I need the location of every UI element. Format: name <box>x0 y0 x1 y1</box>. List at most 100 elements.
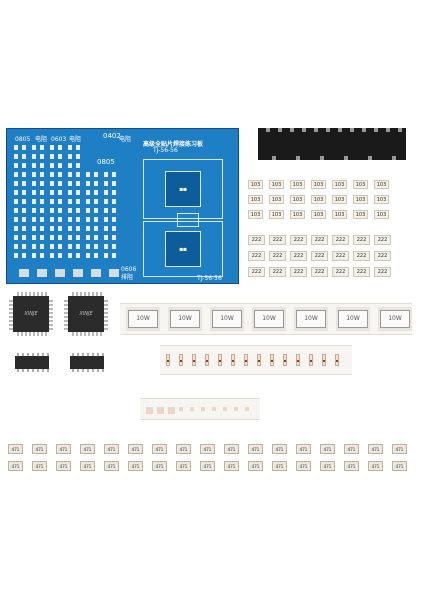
smd-resistor-icon: 222 <box>311 235 328 245</box>
sot-leg <box>296 156 300 160</box>
smd-resistor-icon: 222 <box>248 267 265 277</box>
qfp-pin <box>41 332 43 336</box>
smd-resistor-icon: 471 <box>56 461 71 471</box>
pcb-pad <box>68 235 72 240</box>
pcb-pad <box>40 199 44 204</box>
smd-resistor-icon: 471 <box>296 461 311 471</box>
diode-icon <box>244 354 248 366</box>
qfp-pin <box>17 332 19 336</box>
qfp-pin <box>64 316 68 318</box>
smd-resistor-icon: 222 <box>332 235 349 245</box>
pcb-pad <box>14 154 18 159</box>
tiny-component <box>168 407 175 414</box>
diode-icon <box>296 354 300 366</box>
smd-resistor-icon: 471 <box>152 444 167 454</box>
pcb-pad <box>104 235 108 240</box>
pcb-pad <box>32 199 36 204</box>
qfp-pin <box>100 292 102 296</box>
label-0606: 0606 <box>121 266 137 273</box>
pcb-pad <box>32 172 36 177</box>
pcb-pad <box>40 244 44 249</box>
qfp-pin <box>92 292 94 296</box>
qfp-pin <box>49 300 53 302</box>
soic-chip-icon <box>70 353 104 372</box>
smd-resistor-icon: 471 <box>200 444 215 454</box>
smd-resistor-icon: 222 <box>290 251 307 261</box>
smd-resistor-icon: 10W <box>296 310 326 328</box>
pcb-pad <box>50 181 54 186</box>
smd-resistor-icon: 103 <box>332 180 347 189</box>
smd-resistor-icon: 222 <box>269 235 286 245</box>
pcb-pad <box>50 208 54 213</box>
qfp-pin <box>9 328 13 330</box>
qfp-pin <box>49 324 53 326</box>
soic-pin <box>72 353 74 356</box>
pcb-pad <box>104 172 108 177</box>
soic-pin <box>77 353 79 356</box>
pcb-pad <box>40 145 44 150</box>
smd-resistor-icon: 10W <box>212 310 242 328</box>
pcb-pad <box>76 235 80 240</box>
soic-pin <box>42 353 44 356</box>
pcb-pad <box>76 190 80 195</box>
pcb-pad <box>68 208 72 213</box>
smd-resistor-icon: 471 <box>104 444 119 454</box>
sot-leg <box>314 128 318 132</box>
smd-resistor-icon: 471 <box>248 444 263 454</box>
pcb-pad <box>32 154 36 159</box>
qfp-pin <box>21 292 23 296</box>
pcb-pad <box>58 208 62 213</box>
pcb-pad <box>68 172 72 177</box>
smd-resistor-icon: 103 <box>332 195 347 204</box>
pcb-pad <box>40 181 44 186</box>
soic-pin <box>27 369 29 372</box>
pcb-pad <box>14 172 18 177</box>
tiny-component <box>223 407 227 411</box>
pcb-pad-array <box>19 269 29 277</box>
pcb-pad <box>76 181 80 186</box>
qfp-pin <box>104 312 108 314</box>
pcb-pad <box>14 199 18 204</box>
qfp-pin <box>49 304 53 306</box>
pcb-pad <box>32 145 36 150</box>
pcb-pad <box>86 208 90 213</box>
pcb-pad <box>94 217 98 222</box>
pcb-pad <box>14 163 18 168</box>
pcb-pad <box>14 253 18 258</box>
sot-leg <box>368 156 372 160</box>
pcb-pad <box>32 190 36 195</box>
pcb-pad <box>104 208 108 213</box>
pcb-pad <box>94 190 98 195</box>
pcb-pad <box>112 253 116 258</box>
label-0805-a: 0805 <box>15 136 31 143</box>
smd-resistor-icon: 103 <box>332 210 347 219</box>
pcb-pad <box>22 199 26 204</box>
label-resistor-2: 电阻 <box>69 136 82 143</box>
smd-resistor-icon: 471 <box>368 461 383 471</box>
diode-icon <box>335 354 339 366</box>
tiny-component <box>157 407 164 414</box>
smd-resistor-icon: 103 <box>290 180 305 189</box>
smd-resistor-icon: 222 <box>290 267 307 277</box>
smd-resistor-icon: 10W <box>128 310 158 328</box>
smd-resistor-icon: 103 <box>353 180 368 189</box>
smd-resistor-icon: 471 <box>32 444 47 454</box>
sot-leg <box>392 156 396 160</box>
qfp-pin <box>96 332 98 336</box>
pcb-pad <box>58 145 62 150</box>
label-0402: 0402 <box>103 132 121 140</box>
pcb-pad <box>58 253 62 258</box>
soic-pin <box>82 369 84 372</box>
qfp-pin <box>25 292 27 296</box>
qfp-pin <box>104 324 108 326</box>
qfp-pin <box>88 332 90 336</box>
qfp-footprint-bottom: ■■ <box>165 231 201 267</box>
smd-resistor-icon: 471 <box>248 461 263 471</box>
soic-pin <box>97 353 99 356</box>
pcb-pad <box>94 235 98 240</box>
smd-resistor-icon: 471 <box>8 444 23 454</box>
pcb-pad <box>104 217 108 222</box>
qfp-pin <box>64 308 68 310</box>
pcb-pad <box>32 208 36 213</box>
pcb-pad <box>14 181 18 186</box>
